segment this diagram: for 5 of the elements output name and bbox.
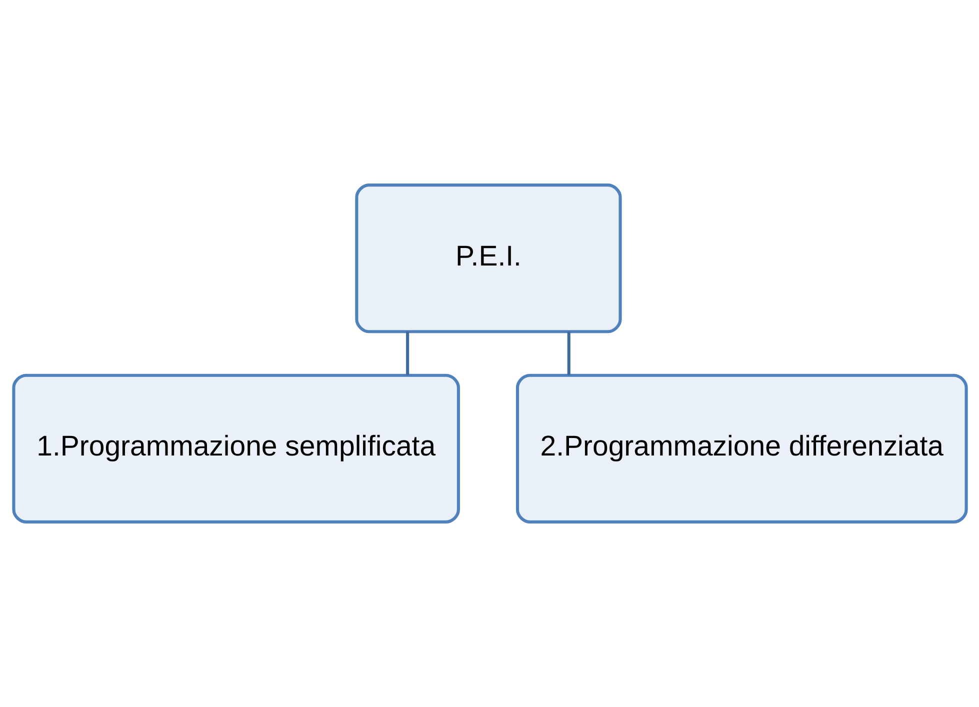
node-box: P.E.I. [354,184,622,334]
connector [406,332,409,376]
node-box: 2.Programmazione differenziata [515,374,968,524]
connector [566,332,570,376]
node-box: 1.Programmazione semplificata [12,374,460,524]
